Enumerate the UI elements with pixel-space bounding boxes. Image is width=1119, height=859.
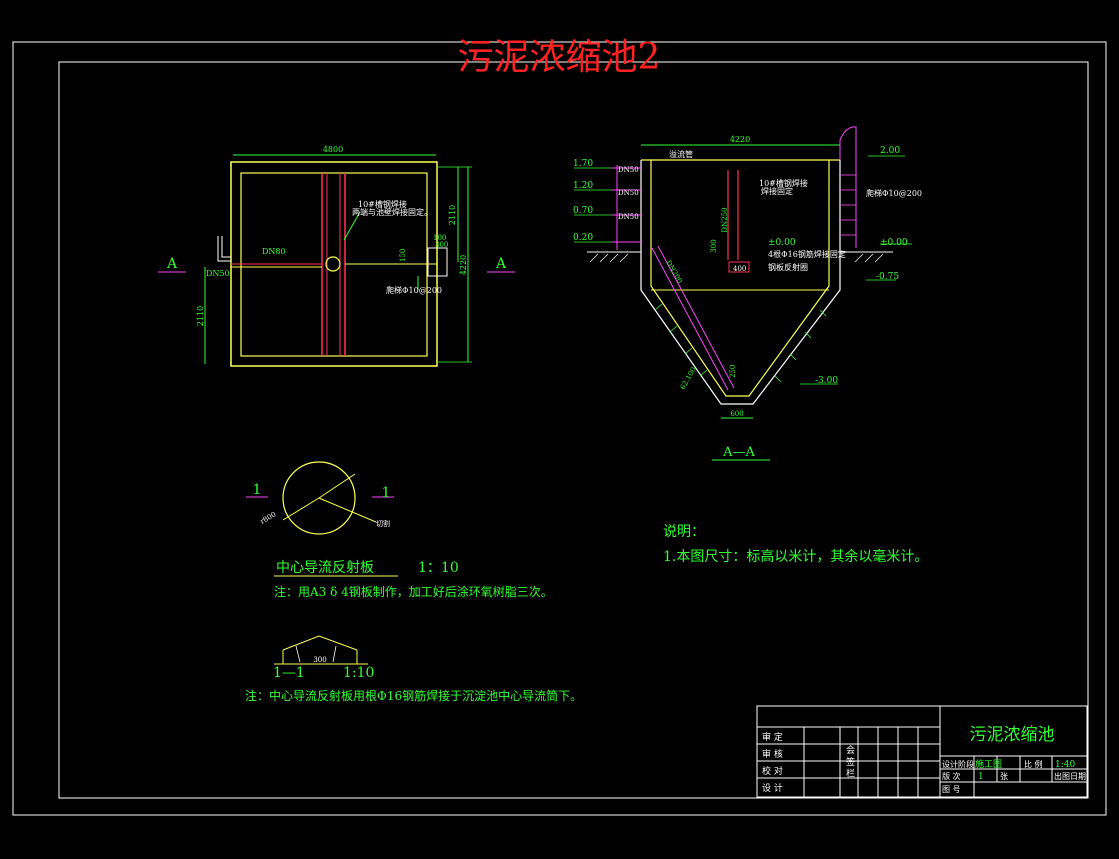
section-dim-400: 400: [733, 265, 746, 273]
title-block-text: 污泥浓缩池 审 定 审 核 校 对 设 计 会 签 栏 设计阶段 施工图 比 例…: [762, 725, 1086, 794]
section-dn250: DN250: [721, 207, 729, 232]
title-block-r1: 审 定: [762, 731, 783, 743]
reflector-detail: 1 1 r800 切割 中心导流反射板 1：10 注：用A3 δ 4钢板制作，加…: [245, 461, 582, 703]
detail-note: 注：用A3 δ 4钢板制作，加工好后涂环氧树脂三次。: [274, 584, 553, 599]
section-note-center-1: 4根Φ16钢筋焊接固定: [768, 249, 846, 259]
detail-title: 中心导流反射板: [276, 560, 374, 576]
plan-dn50: DN50: [206, 269, 230, 278]
section-pipe-label: 溢流管: [669, 149, 693, 159]
elev-1-70: 1.70: [573, 159, 593, 169]
section-note-steel-2: 焊接固定: [761, 186, 793, 196]
elev-0-00-mid: ±0.00: [768, 238, 796, 248]
detail-section-label: 1—1: [273, 665, 305, 681]
elev-neg-0-75: -0.75: [876, 272, 899, 282]
elev-1-20: 1.20: [573, 181, 593, 191]
title-block-r3: 校 对: [762, 765, 783, 777]
section-dn50-2: DN50: [618, 189, 639, 197]
detail-marker-left: 1: [253, 482, 262, 498]
title-block-sign: 会 签 栏: [844, 744, 855, 779]
plan-dim-150: 150: [399, 249, 407, 262]
title-block: [756, 705, 1088, 798]
section-label: A—A: [722, 445, 755, 460]
outer-frame: [12, 41, 1107, 816]
notes-heading: 说明：: [663, 524, 705, 540]
title-block-sheet-label: 张: [1000, 772, 1008, 781]
plan-section-a-left: A: [166, 256, 178, 272]
notes-line-1: 1.本图尺寸：标高以米计，其余以毫米计。: [663, 548, 928, 565]
plan-dim-100: 100: [433, 234, 446, 242]
title-block-r2: 审 核: [762, 748, 783, 760]
section-dn50-3: DN50: [618, 213, 639, 221]
elev-0-70: 0.70: [573, 206, 593, 216]
elev-0-00-right: ±0.00: [880, 238, 908, 248]
detail-section-dim: 300: [313, 656, 326, 664]
elev-neg-3-00: -3.00: [815, 376, 838, 386]
main-title: 污泥浓缩池2: [458, 37, 661, 78]
section-dim-250: 250: [729, 365, 737, 378]
section-note-steel-1: 10#槽钢焊接: [759, 178, 808, 188]
plan-dim-top: 4800: [323, 145, 343, 154]
title-block-r4: 设 计: [762, 782, 783, 794]
section-dim-top: 4220: [730, 135, 750, 144]
plan-dim-right-b: 4220: [459, 255, 468, 275]
title-block-version: 1: [978, 772, 984, 782]
section-note-center-2: 钢板反射圈: [768, 262, 808, 272]
title-block-stage-label: 设计阶段: [942, 759, 974, 769]
section-dn200: DN200: [664, 259, 683, 285]
plan-ladder: 爬梯Φ10@200: [386, 285, 442, 295]
title-block-stage: 施工图: [975, 758, 1002, 770]
section-dn50-1: DN50: [618, 166, 639, 174]
section-dim-300: 300: [710, 239, 718, 252]
plan-dim-left: 2110: [196, 306, 205, 326]
plan-dn80: DN80: [262, 247, 286, 256]
title-block-scale: 1:40: [1055, 760, 1075, 770]
elev-2-00: 2.00: [880, 146, 900, 156]
detail-marker-right: 1: [382, 485, 391, 501]
detail-section-scale: 1:10: [343, 665, 374, 681]
plan-view: 4800 2110 2110 4220 DN80 DN50 10#槽钢焊接 两端…: [158, 145, 515, 367]
elev-0-20: 0.20: [573, 233, 593, 243]
title-block-name: 污泥浓缩池: [970, 725, 1055, 745]
detail-radius: r800: [259, 510, 277, 525]
title-block-drawing-no-label: 图 号: [942, 785, 961, 794]
title-block-version-label: 版 次: [942, 771, 961, 781]
plan-note-pipe-2: 两端与池壁焊接固定。: [352, 207, 432, 217]
inner-frame: [58, 61, 1089, 799]
detail-bottom-note: 注：中心导流反射板用根Φ16钢筋焊接于沉淀池中心导流筒下。: [245, 688, 582, 703]
section-dim-600: 600: [730, 410, 743, 418]
general-notes: 说明： 1.本图尺寸：标高以米计，其余以毫米计。: [663, 524, 928, 565]
plan-section-a-right: A: [495, 256, 507, 272]
plan-note-pipe-1: 10#槽钢焊接: [358, 199, 407, 209]
detail-cut: 切割: [376, 519, 390, 528]
detail-scale: 1：10: [418, 560, 459, 576]
section-dim-slope: 62.100: [679, 366, 698, 391]
plan-dim-right-a: 2110: [448, 205, 457, 225]
title-block-scale-label: 比 例: [1024, 759, 1043, 769]
section-ladder: 爬梯Φ10@200: [866, 188, 922, 198]
section-view: 4220 溢流管 1.70 1.20 0.70 0.20 DN50 DN50 D…: [573, 126, 922, 461]
title-block-date-label: 出图日期: [1054, 771, 1086, 781]
plan-dim-300: 300: [435, 241, 448, 249]
